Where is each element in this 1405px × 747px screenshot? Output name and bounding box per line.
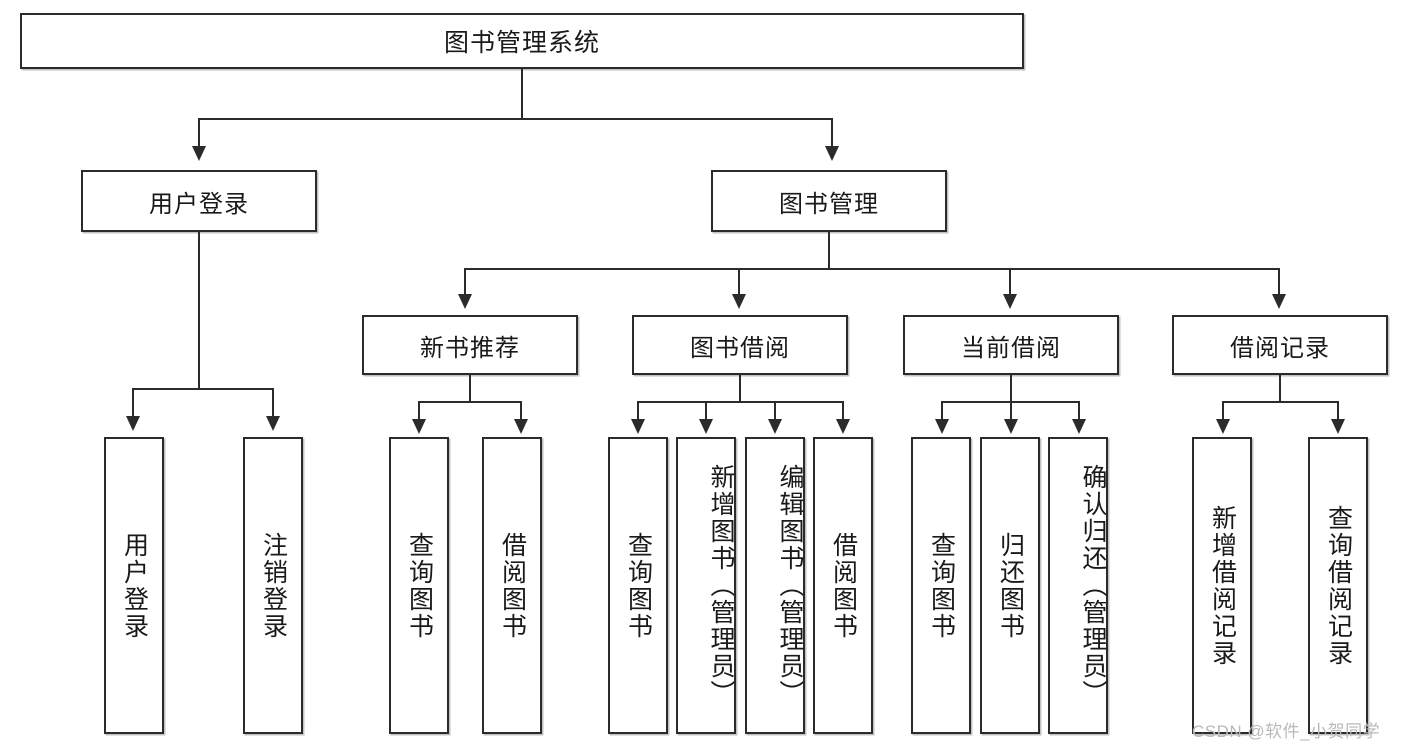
connector-br-down <box>1279 375 1281 402</box>
connector-bm-to-borrow-record <box>1278 268 1280 296</box>
arrowhead-root-to-book-management <box>825 146 839 161</box>
node-root-book-management-system[interactable]: 图书管理系统 <box>20 13 1024 69</box>
leaf-borrow-book-recommend[interactable]: 借阅图书 <box>482 437 542 734</box>
csdn-watermark: CSDN @软件_小贺同学 <box>1192 722 1381 741</box>
node-new-book-recommend[interactable]: 新书推荐 <box>362 315 578 375</box>
connector-br-to-leaf-2 <box>1337 401 1339 421</box>
leaf-user-logout[interactable]: 注销登录 <box>243 437 303 734</box>
connector-nbr-down <box>469 375 471 402</box>
connector-cb-to-leaf-3 <box>1078 401 1080 421</box>
arrowhead-br-to-leaf-1 <box>1216 419 1230 434</box>
arrowhead-user-login-to-leaf-2 <box>266 416 280 431</box>
arrowhead-bb-to-leaf-1 <box>631 419 645 434</box>
connector-cb-to-leaf-2 <box>1010 401 1012 421</box>
node-book-borrow[interactable]: 图书借阅 <box>632 315 848 375</box>
connector-user-login-to-leaf-1 <box>132 388 134 418</box>
arrowhead-bm-to-book-borrow <box>732 294 746 309</box>
node-borrow-record[interactable]: 借阅记录 <box>1172 315 1388 375</box>
arrowhead-user-login-to-leaf-1 <box>126 416 140 431</box>
arrowhead-nbr-to-leaf-2 <box>514 419 528 434</box>
node-user-login[interactable]: 用户登录 <box>81 170 317 232</box>
leaf-borrow-book-borrow[interactable]: 借阅图书 <box>813 437 873 734</box>
leaf-query-book-recommend[interactable]: 查询图书 <box>389 437 449 734</box>
leaf-query-book-current[interactable]: 查询图书 <box>911 437 971 734</box>
connector-user-login-down <box>198 232 200 389</box>
leaf-query-borrow-record[interactable]: 查询借阅记录 <box>1308 437 1368 734</box>
connector-nbr-bus <box>418 401 522 403</box>
node-book-management[interactable]: 图书管理 <box>711 170 947 232</box>
connector-nbr-to-leaf-1 <box>418 401 420 421</box>
connector-bm-to-new-book-recommend <box>464 268 466 296</box>
connector-bb-to-leaf-1 <box>637 401 639 421</box>
arrowhead-bb-to-leaf-3 <box>768 419 782 434</box>
connector-br-bus <box>1222 401 1338 403</box>
arrowhead-root-to-user-login <box>192 146 206 161</box>
connector-root-to-book-management <box>831 118 833 148</box>
connector-bb-down <box>739 375 741 402</box>
arrowhead-br-to-leaf-2 <box>1331 419 1345 434</box>
arrowhead-bm-to-new-book-recommend <box>458 294 472 309</box>
connector-bb-to-leaf-2 <box>705 401 707 421</box>
connector-root-bus <box>198 118 833 120</box>
node-current-borrow[interactable]: 当前借阅 <box>903 315 1119 375</box>
arrowhead-cb-to-leaf-3 <box>1072 419 1086 434</box>
leaf-user-login[interactable]: 用户登录 <box>104 437 164 734</box>
connector-user-login-to-leaf-2 <box>272 388 274 418</box>
arrowhead-bb-to-leaf-4 <box>836 419 850 434</box>
connector-bb-to-leaf-3 <box>774 401 776 421</box>
leaf-query-book-borrow[interactable]: 查询图书 <box>608 437 668 734</box>
connector-root-down <box>521 69 523 119</box>
arrowhead-nbr-to-leaf-1 <box>412 419 426 434</box>
connector-root-to-user-login <box>198 118 200 148</box>
arrowhead-bm-to-current-borrow <box>1003 294 1017 309</box>
arrowhead-cb-to-leaf-2 <box>1004 419 1018 434</box>
arrowhead-bb-to-leaf-2 <box>699 419 713 434</box>
connector-cb-down <box>1010 375 1012 402</box>
connector-cb-to-leaf-1 <box>941 401 943 421</box>
arrowhead-cb-to-leaf-1 <box>935 419 949 434</box>
connector-bb-bus <box>637 401 843 403</box>
connector-bm-to-current-borrow <box>1009 268 1011 296</box>
leaf-confirm-return[interactable]: 确认归还（管理员） <box>1048 437 1108 734</box>
leaf-return-book[interactable]: 归还图书 <box>980 437 1040 734</box>
connector-bb-to-leaf-4 <box>842 401 844 421</box>
leaf-add-book[interactable]: 新增图书（管理员） <box>676 437 736 734</box>
leaf-add-borrow-record[interactable]: 新增借阅记录 <box>1192 437 1252 734</box>
connector-br-to-leaf-1 <box>1222 401 1224 421</box>
arrowhead-bm-to-borrow-record <box>1272 294 1286 309</box>
connector-bm-to-book-borrow <box>738 268 740 296</box>
connector-user-login-bus <box>132 388 274 390</box>
connector-nbr-to-leaf-2 <box>520 401 522 421</box>
connector-book-management-bus <box>464 268 1280 270</box>
leaf-edit-book[interactable]: 编辑图书（管理员） <box>745 437 805 734</box>
connector-book-management-down <box>828 232 830 269</box>
